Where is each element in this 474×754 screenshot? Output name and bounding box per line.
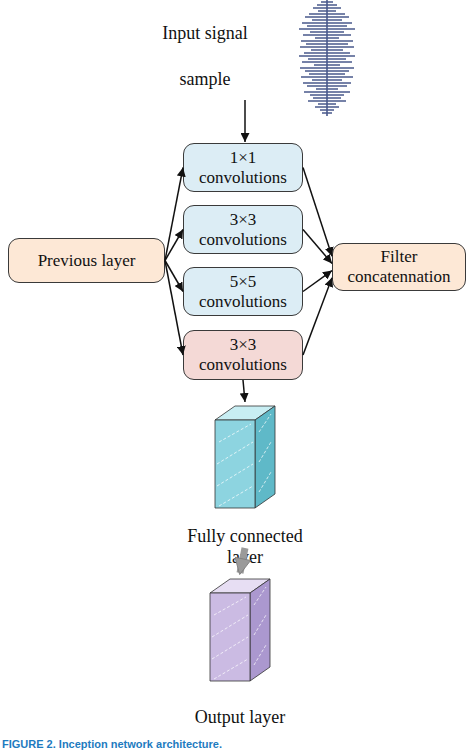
cuboid-texture (254, 587, 266, 605)
cuboid-texture (254, 615, 266, 635)
pooling-box: 3×3 convolutions (183, 330, 303, 380)
flow-arrow (303, 230, 332, 264)
input-label: Input signal sample (140, 10, 270, 102)
cuboid-texture (212, 637, 248, 659)
box-text: Filter concatennation (340, 247, 458, 286)
cuboid-texture (219, 424, 251, 442)
cuboid-texture (259, 442, 271, 462)
cuboid-texture (219, 486, 253, 506)
cuboid-texture (217, 442, 253, 464)
cuboid-face (210, 593, 250, 681)
layer-cuboid: Output layer (170, 575, 310, 729)
flow-arrow (303, 278, 332, 355)
flow-arrow (303, 168, 332, 257)
flow-arrow-thick (240, 548, 245, 573)
box-text: 3×3 convolutions (191, 335, 295, 374)
cuboid-face (255, 406, 275, 508)
layer-caption: Output layer (170, 707, 310, 728)
box-text: 5×5 convolutions (191, 272, 295, 311)
figure-caption: FIGURE 2. Inception network architecture… (2, 738, 222, 750)
input-arrow (244, 100, 246, 142)
cuboid-texture (212, 615, 248, 637)
cuboid-face (250, 579, 270, 681)
flow-arrow (243, 380, 245, 402)
layer-box: Previous layer (8, 238, 165, 283)
cuboid-texture (254, 645, 266, 665)
flow-arrow (165, 230, 183, 261)
convolution-box: 5×5 convolutions (183, 267, 303, 316)
cuboid-shape (175, 402, 315, 510)
convolution-box: 1×1 convolutions (183, 143, 303, 192)
cuboid-texture (214, 659, 248, 679)
cuboid-texture (214, 597, 246, 615)
layer-cuboid: Fully connected layer (175, 402, 315, 548)
concat-box: Filter concatennation (332, 243, 466, 291)
cuboid-texture (217, 464, 253, 486)
box-text: 3×3 convolutions (191, 210, 295, 249)
cuboid-shape (170, 575, 310, 683)
cuboid-face (215, 420, 255, 508)
flow-arrow (165, 261, 183, 356)
flow-arrow (165, 168, 183, 261)
cuboid-texture (259, 472, 271, 492)
box-text: Previous layer (38, 251, 136, 271)
cuboid-texture (259, 414, 271, 432)
signal-waveform (299, 0, 355, 116)
box-text: 1×1 convolutions (191, 148, 295, 187)
convolution-box: 3×3 convolutions (183, 205, 303, 254)
